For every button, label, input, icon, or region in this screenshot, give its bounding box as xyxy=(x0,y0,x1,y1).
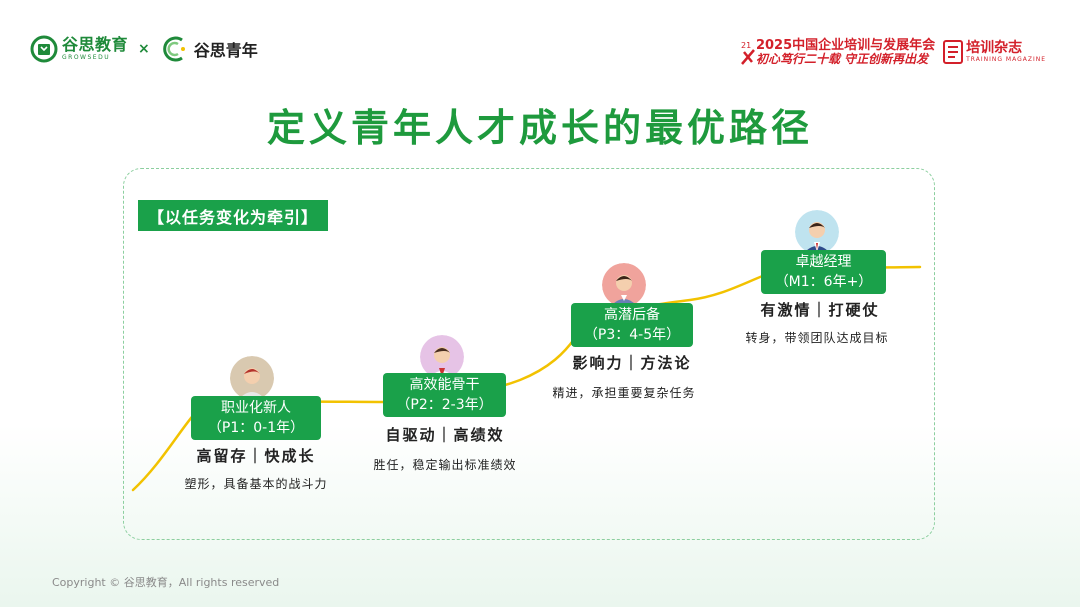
stage-2-period: （P2：2-3年） xyxy=(396,397,493,413)
conference-title: 2025中国企业培训与发展年会 xyxy=(755,37,936,53)
stage-1-period: （P1：0-1年） xyxy=(207,420,305,436)
avatar-stage-3 xyxy=(602,263,646,307)
person-icon xyxy=(230,356,274,400)
diagram-panel xyxy=(123,168,935,540)
avatar-stage-1 xyxy=(230,356,274,400)
conference-slogan: 初心笃行二十载 守正创新再出发 xyxy=(755,51,929,66)
stage-card-1: 职业化新人 （P1：0-1年） xyxy=(191,396,321,440)
magazine-logo-icon xyxy=(943,40,964,64)
magazine-logo-en: TRAINING MAGAZINE xyxy=(966,56,1046,63)
svg-text:21: 21 xyxy=(741,41,751,50)
stage-4-traits: 有激情｜打硬仗 xyxy=(760,301,880,319)
stage-card-2: 高效能骨干 （P2：2-3年） xyxy=(383,373,506,417)
header-logos-left: 谷思教育 GROWSEDU × 谷思青年 xyxy=(30,34,258,64)
growsedu-logo-en: GROWSEDU xyxy=(62,54,111,61)
partner-logo-icon xyxy=(162,36,185,62)
logo-separator: × xyxy=(138,41,150,57)
stage-2-name: 高效能骨干 xyxy=(409,377,480,393)
stage-4-period: （M1：6年+） xyxy=(774,274,873,290)
partner-logo-text: 谷思青年 xyxy=(193,41,258,60)
conference-mark-icon: 21 xyxy=(741,41,755,65)
stage-card-4: 卓越经理 （M1：6年+） xyxy=(761,250,886,294)
section-tag: 【以任务变化为牵引】 xyxy=(138,200,329,231)
stage-3-desc: 精进，承担重要复杂任务 xyxy=(552,386,696,400)
stage-card-3: 高潜后备 （P3：4-5年） xyxy=(571,303,693,347)
stage-1-traits: 高留存｜快成长 xyxy=(196,447,316,465)
copyright-footer: Copyright © 谷思教育，All rights reserved xyxy=(52,576,280,589)
stage-3-traits: 影响力｜方法论 xyxy=(572,354,692,372)
person-icon xyxy=(602,263,646,307)
stage-1-name: 职业化新人 xyxy=(221,400,291,416)
magazine-logo-text: 培训杂志 xyxy=(966,40,1023,56)
header-logos-right: 21 2025中国企业培训与发展年会 初心笃行二十载 守正创新再出发 培训杂志 … xyxy=(740,36,1046,68)
person-icon xyxy=(795,210,839,254)
stage-2-desc: 胜任，稳定输出标准绩效 xyxy=(373,458,517,472)
stage-2-traits: 自驱动｜高绩效 xyxy=(385,426,505,444)
stage-4-name: 卓越经理 xyxy=(795,254,852,270)
stage-3-period: （P3：4-5年） xyxy=(583,327,681,343)
avatar-stage-4 xyxy=(795,210,839,254)
stage-3-name: 高潜后备 xyxy=(604,307,660,323)
page-title: 定义青年人才成长的最优路径 xyxy=(266,106,813,150)
growsedu-logo-icon xyxy=(30,35,58,63)
stage-1-desc: 塑形，具备基本的战斗力 xyxy=(184,477,328,491)
stage-4-desc: 转身，带领团队达成目标 xyxy=(745,331,889,345)
growsedu-logo-text: 谷思教育 xyxy=(62,35,129,54)
